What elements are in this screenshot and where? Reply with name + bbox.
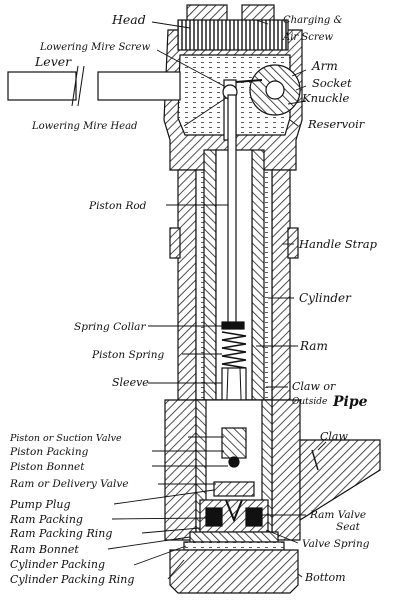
label-claw-pipe-3: Pipe [332,394,368,410]
label-lever: Lever [34,54,72,69]
label-lowering-head: Lowering Mire Head [31,121,137,132]
label-charging-screw-1: Charging & [283,15,342,26]
label-piston-bonnet: Piston Bonnet [9,461,85,473]
label-pump-plug: Pump Plug [9,498,71,511]
label-claw-pipe-1: Claw or [292,380,336,393]
spring-collar [221,321,245,330]
label-spring-collar: Spring Collar [74,321,146,333]
label-knuckle: Knuckle [301,91,349,105]
cylinder-packing [183,541,285,551]
label-cylinder-packing: Cylinder Packing [10,558,105,571]
label-ram-packing: Ram Packing [9,513,83,526]
cylinder-wall-left [177,169,197,401]
label-arm: Arm [311,59,338,73]
label-charging-screw-2: Air Screw [282,32,334,43]
label-ram: Ram [299,339,328,353]
leader-lines [107,19,327,580]
pump-plug [213,481,255,497]
label-piston-spring: Piston Spring [91,349,165,361]
suction-valve [221,427,247,459]
claw-foot [299,439,381,522]
label-valve-spring: Valve Spring [302,538,370,550]
label-head: Head [111,12,146,27]
part-labels: Head Charging & Air Screw Lowering Mire … [9,12,378,586]
label-claw-pipe-2: Outside [292,397,327,407]
head-knurled-cap [177,19,289,51]
knuckle-pin [265,80,285,100]
label-piston-rod: Piston Rod [88,200,147,212]
label-cylinder-packing-ring: Cylinder Packing Ring [10,573,134,586]
label-claw: Claw [320,430,348,443]
label-sleeve: Sleeve [112,376,149,389]
label-bottom: Bottom [304,571,346,584]
cylinder-wall-right [271,169,291,401]
lever [7,65,181,107]
label-ram-valve-seat-2: Seat [336,521,361,533]
label-reservoir: Reservoir [307,117,366,131]
label-suction-valve: Piston or Suction Valve [9,433,122,444]
label-piston-packing: Piston Packing [9,446,89,458]
label-delivery-valve: Ram or Delivery Valve [9,478,129,490]
jack-drawing [7,4,381,594]
ram-bonnet [189,531,279,543]
label-cylinder: Cylinder [299,291,352,305]
label-ram-packing-ring: Ram Packing Ring [9,527,112,540]
piston-spring [221,331,247,369]
piston-rod [227,94,237,326]
label-lowering-screw: Lowering Mire Screw [39,42,151,53]
bottom-cap [169,549,299,594]
label-socket: Socket [312,76,352,90]
label-handle-strap: Handle Strap [298,237,378,251]
label-ram-valve-seat-1: Ram Valve [309,509,366,521]
label-ram-bonnet: Ram Bonnet [9,543,79,556]
